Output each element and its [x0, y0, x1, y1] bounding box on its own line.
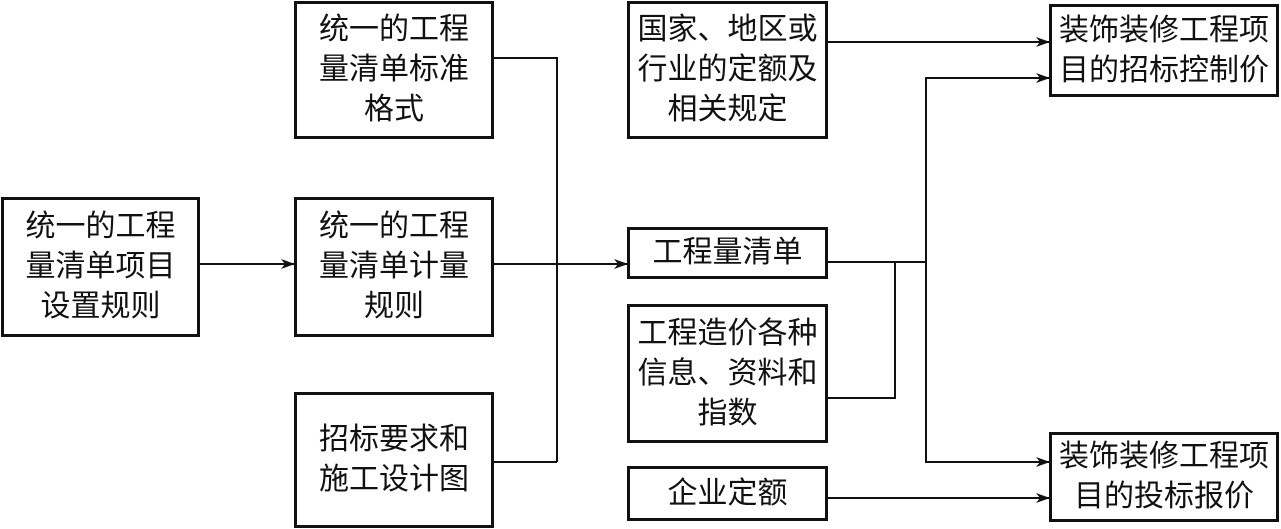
node-format-line-2: 量清单标准	[319, 52, 469, 87]
node-bill-line-1: 工程量清单	[652, 235, 803, 270]
node-cost-info-line-3: 指数	[697, 395, 758, 431]
node-bid-requirements-line-1: 招标要求和	[319, 422, 469, 457]
node-bid-quote-line-2: 目的投标报价	[1074, 479, 1254, 514]
node-bid-quote: 装饰装修工程项 目的投标报价	[1049, 432, 1279, 522]
node-quota-line-1: 国家、地区或	[637, 12, 818, 47]
line-cost-info-to-junction	[828, 262, 896, 399]
node-measure-rules-line-2: 量清单计量	[319, 249, 469, 284]
node-bill: 工程量清单	[627, 227, 828, 279]
node-measure-rules-line-1: 统一的工程	[319, 209, 469, 244]
node-item-rules-line-1: 统一的工程	[25, 209, 176, 244]
node-item-rules-line-3: 设置规则	[40, 289, 161, 324]
line-format-to-collector	[494, 57, 558, 462]
node-cost-info: 工程造价各种 信息、资料和 指数	[627, 304, 828, 443]
node-quota-line-3: 相关规定	[667, 92, 788, 127]
arrow-junction-to-control-price	[925, 73, 1050, 262]
node-format-line-1: 统一的工程	[319, 12, 469, 47]
node-bid-requirements: 招标要求和 施工设计图	[294, 392, 494, 528]
node-cost-info-line-2: 信息、资料和	[637, 355, 818, 391]
node-bid-requirements-line-2: 施工设计图	[319, 462, 469, 497]
node-control-price-line-1: 装饰装修工程项	[1059, 12, 1269, 48]
node-format: 统一的工程 量清单标准 格式	[294, 1, 494, 139]
node-enterprise-quota: 企业定额	[627, 466, 828, 521]
node-enterprise-quota-line-1: 企业定额	[667, 475, 788, 511]
node-item-rules-line-2: 量清单项目	[25, 249, 176, 284]
node-item-rules: 统一的工程 量清单项目 设置规则	[1, 197, 200, 337]
arrow-junction-to-bid-quote	[925, 262, 1050, 467]
node-control-price: 装饰装修工程项 目的招标控制价	[1049, 4, 1279, 97]
node-quota-line-2: 行业的定额及	[637, 52, 818, 87]
node-bid-quote-line-1: 装饰装修工程项	[1059, 439, 1269, 474]
node-measure-rules: 统一的工程 量清单计量 规则	[294, 197, 494, 337]
node-cost-info-line-1: 工程造价各种	[637, 315, 818, 351]
node-format-line-3: 格式	[364, 92, 424, 127]
node-control-price-line-2: 目的招标控制价	[1059, 52, 1269, 88]
node-quota: 国家、地区或 行业的定额及 相关规定	[627, 1, 828, 139]
node-measure-rules-line-3: 规则	[364, 289, 424, 324]
